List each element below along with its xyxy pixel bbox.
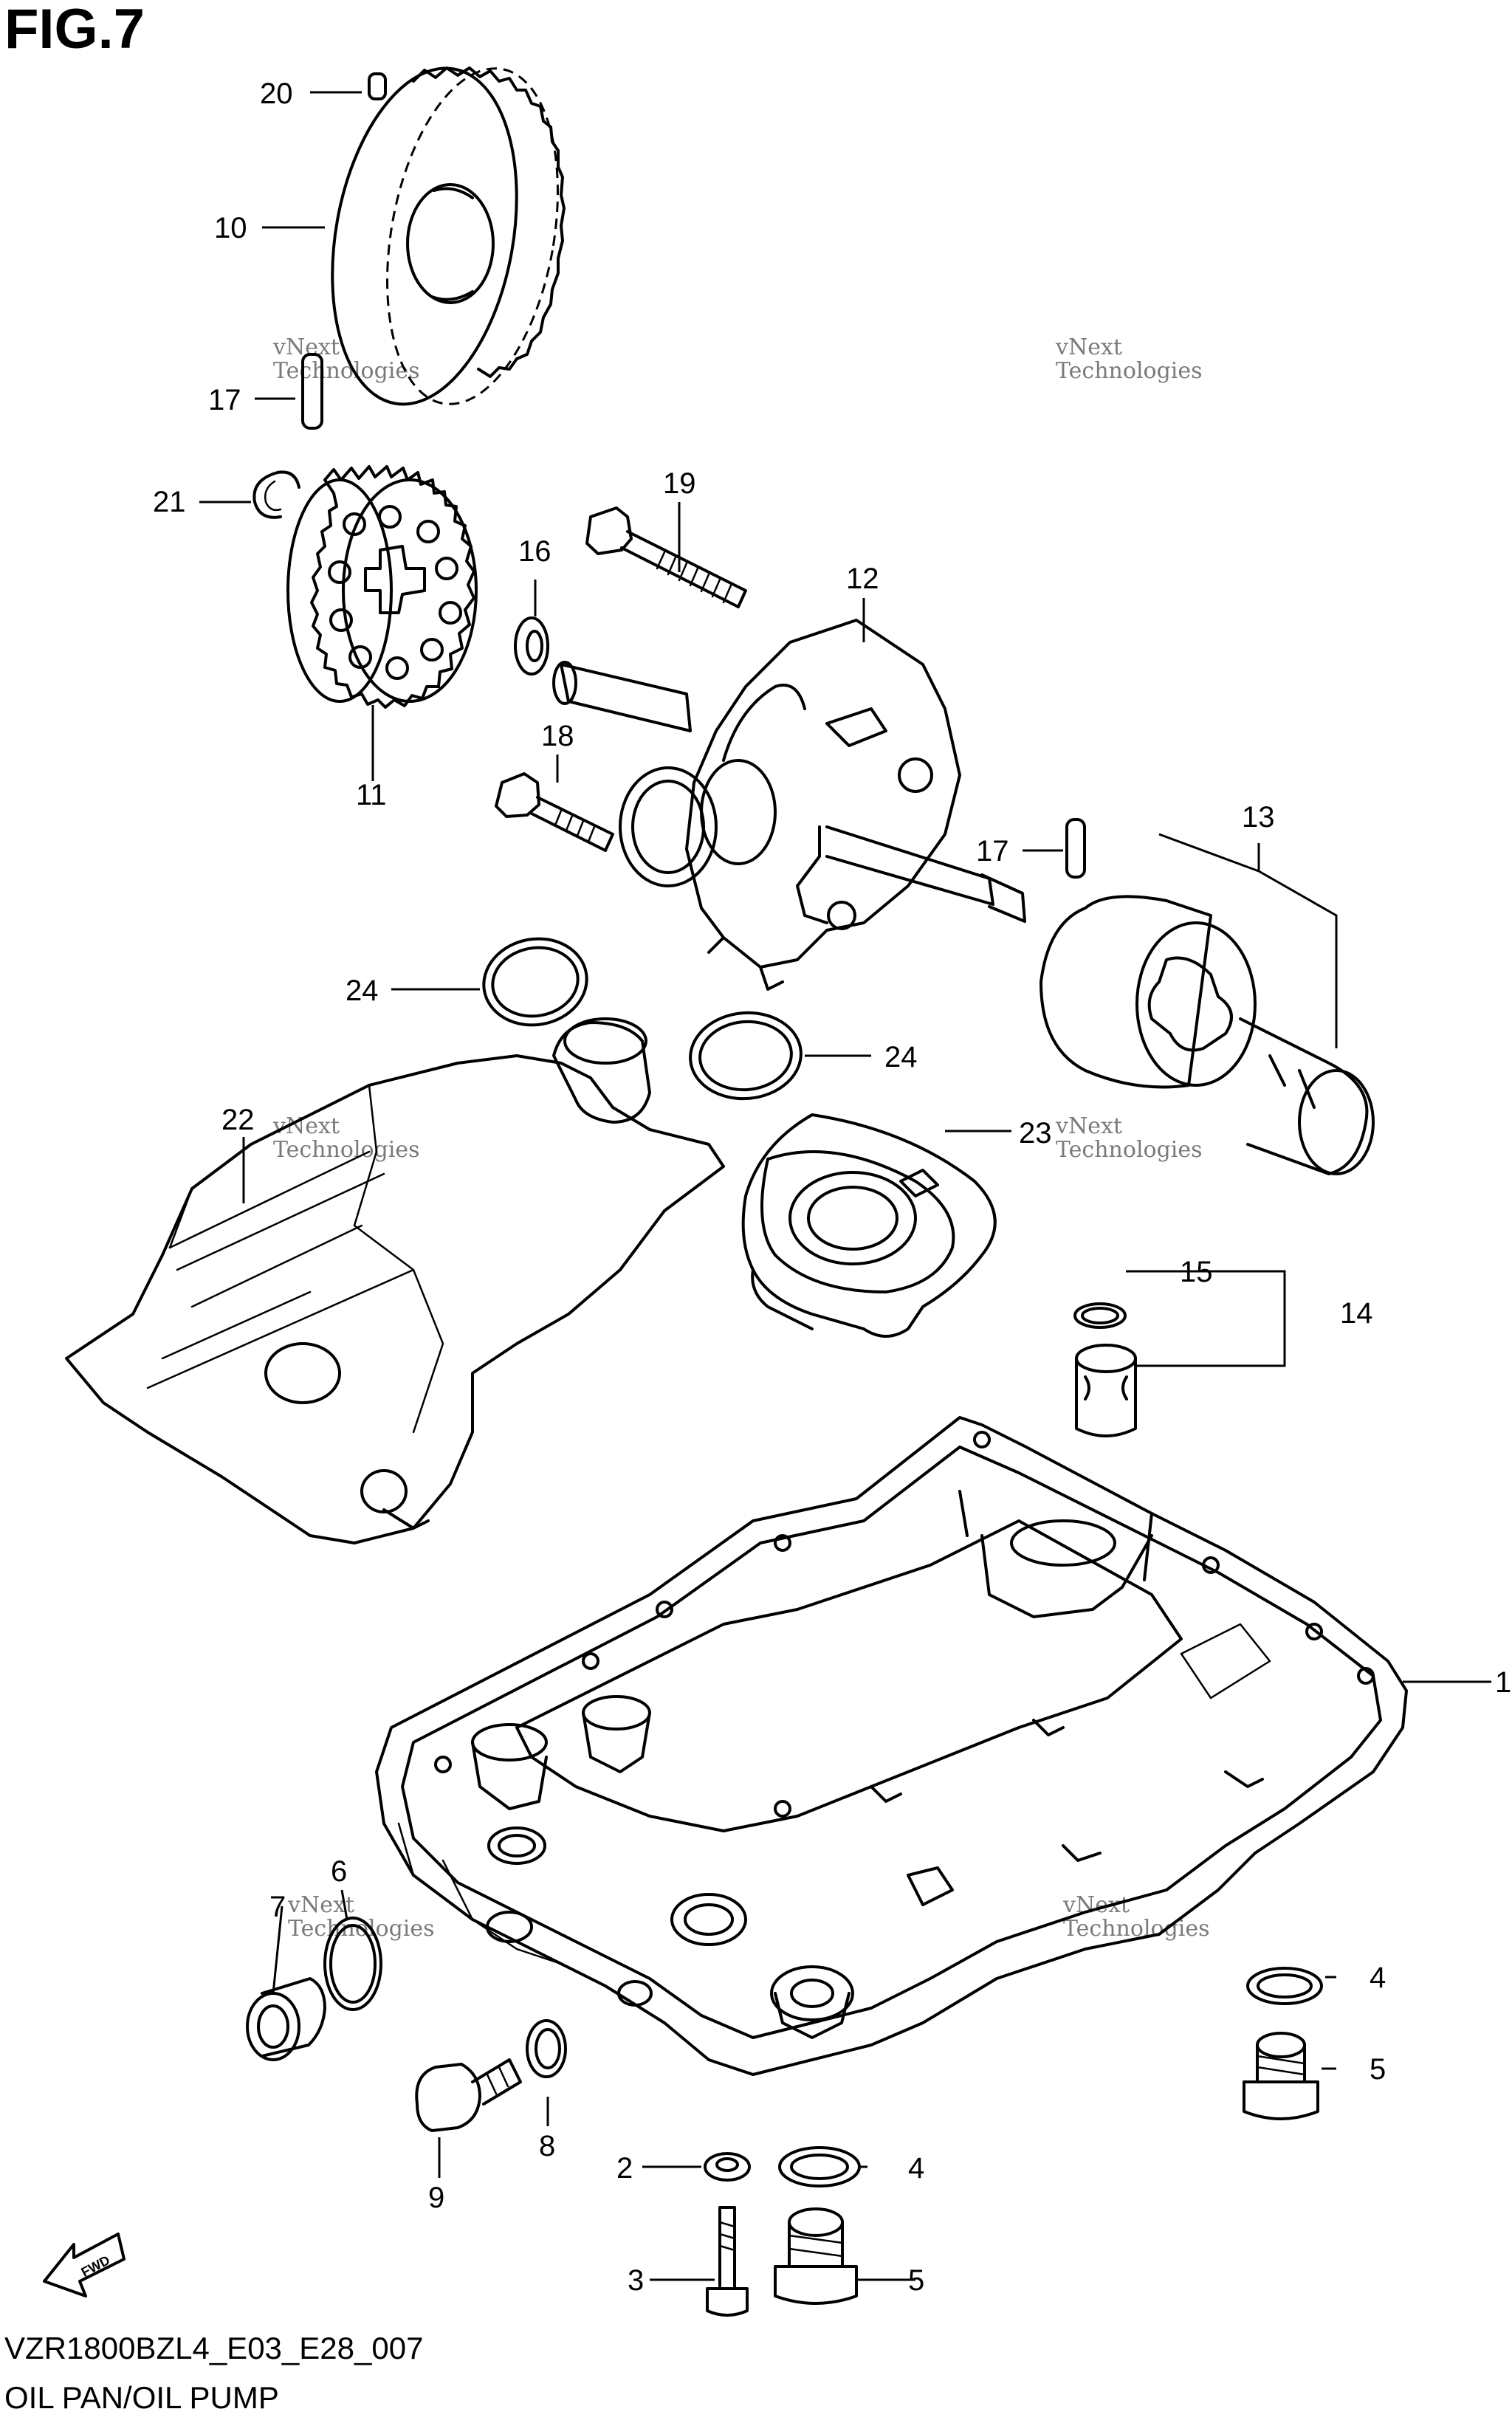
callout-number: 20 (260, 78, 293, 110)
watermark-text: Technologies (1056, 1137, 1203, 1163)
part-22-baffle-plate (65, 1017, 725, 1544)
callout-number: 10 (214, 212, 247, 244)
callout-number: 1 (1495, 1666, 1511, 1699)
callout-number: 4 (1370, 1962, 1386, 1994)
part-3-bolt (706, 2206, 749, 2317)
part-19-bolt (585, 506, 747, 608)
watermark-text: Technologies (273, 358, 420, 384)
callout-number: 19 (663, 467, 696, 500)
callout-number: 2 (616, 2152, 633, 2185)
watermark-text: Technologies (1056, 358, 1203, 384)
watermark-text: vNext (1055, 334, 1122, 360)
model-code: VZR1800BZL4_E03_E28_007 (4, 2331, 424, 2365)
part-12-oil-pump (552, 619, 1026, 991)
watermark-text: vNext (1055, 1113, 1122, 1139)
part-9-bolt (415, 2058, 522, 2132)
part-7-plug (246, 1977, 326, 2061)
part-13-rotor-set (1040, 895, 1375, 1175)
callout-number: 8 (539, 2130, 555, 2162)
callout-number: 13 (1242, 801, 1275, 834)
callout-number: 9 (428, 2182, 444, 2214)
part-16-washer (514, 616, 549, 676)
part-17-pin (1065, 818, 1086, 879)
part-21-snap-ring (252, 470, 300, 519)
part-4-washer (1246, 1967, 1323, 2005)
part-10-gear (331, 66, 566, 406)
watermark-text: Technologies (273, 1137, 420, 1163)
part-15-o-ring (1073, 1302, 1127, 1329)
callout-number: 3 (628, 2264, 644, 2297)
part-4-washer (778, 2146, 861, 2187)
callout-number: 15 (1180, 1256, 1213, 1288)
figure-title: FIG.7 (4, 0, 145, 61)
part-1-oil-pan (375, 1416, 1408, 2076)
watermark-text: vNext (1062, 1892, 1130, 1918)
callout-number: 23 (1019, 1117, 1052, 1149)
callout-number: 18 (541, 720, 574, 752)
callout-number: 17 (976, 835, 1009, 867)
callout-number: 5 (908, 2264, 924, 2297)
callout-labels: 20 10 17 21 16 11 19 12 18 17 13 24 24 2… (153, 78, 1511, 2297)
part-14-oil-pipe (1075, 1344, 1137, 1437)
callout-number: 22 (221, 1104, 255, 1136)
callout-number: 7 (269, 1891, 286, 1923)
callout-number: 14 (1340, 1297, 1373, 1330)
part-5-drain-plug (1243, 2032, 1319, 2120)
part-5-drain-plug (774, 2207, 858, 2305)
callout-number: 21 (153, 486, 186, 518)
part-24-o-ring (482, 937, 588, 1027)
callout-number: 6 (331, 1855, 347, 1888)
fwd-arrow-icon: FWD (43, 2233, 126, 2297)
callout-number: 24 (346, 975, 379, 1007)
part-8-washer (526, 2019, 567, 2078)
part-6-gasket (323, 1917, 382, 2011)
watermark-group: vNext Technologies vNext Technologies vN… (272, 334, 1210, 1942)
callout-number: 16 (518, 535, 551, 568)
leader-lines (199, 91, 1491, 2281)
part-20-pin (368, 72, 387, 100)
part-24-o-ring (689, 1011, 803, 1101)
part-23-oil-strainer (741, 1113, 997, 1338)
callout-number: 5 (1370, 2053, 1386, 2086)
diagram-title: OIL PAN/OIL PUMP (4, 2380, 279, 2415)
callout-number: 24 (884, 1041, 918, 1073)
callout-number: 17 (208, 384, 241, 416)
part-18-bolt (495, 772, 614, 852)
callout-number: 4 (908, 2152, 924, 2185)
callout-number: 11 (356, 779, 387, 811)
part-2-washer (704, 2152, 751, 2182)
callout-number: 12 (846, 563, 879, 595)
part-11-gear (286, 465, 478, 709)
part-17-pin (301, 353, 323, 430)
